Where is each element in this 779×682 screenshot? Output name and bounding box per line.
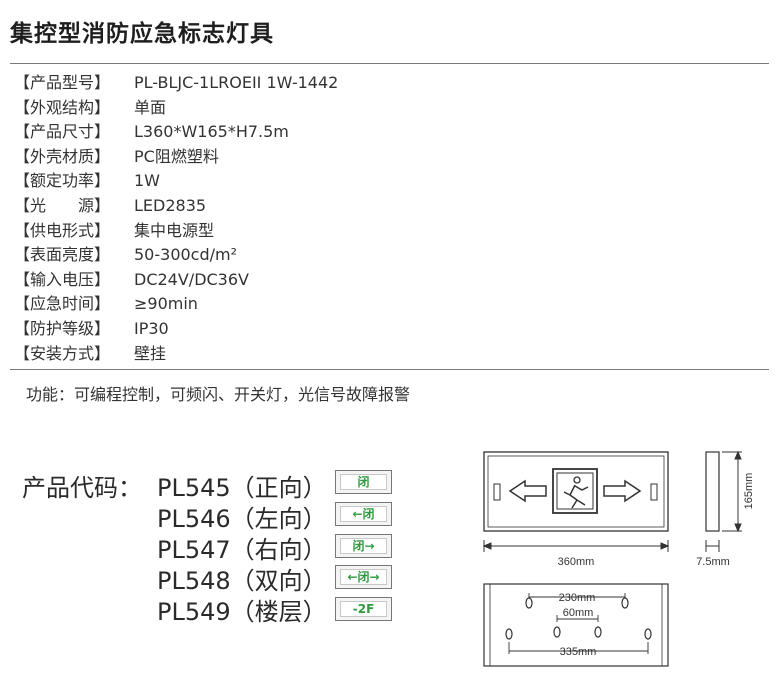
spec-row: 【防护等级】 IP30 — [14, 317, 338, 342]
spec-value: ≥90min — [134, 294, 198, 314]
sign-badge-text: ←闭 — [340, 506, 387, 522]
spec-label: 【光 源】 — [14, 195, 111, 215]
spec-row: 【表面亮度】 50-300cd/m² — [14, 243, 338, 268]
holes-outer-label: 230mm — [559, 592, 596, 604]
spec-value: 集中电源型 — [134, 220, 215, 240]
exit-runner-icon — [552, 468, 598, 514]
right-arrow-icon — [603, 479, 642, 503]
back-view — [483, 583, 669, 667]
spec-row: 【应急时间】 ≥90min — [14, 292, 338, 317]
spec-value: IP30 — [134, 318, 169, 338]
spec-row: 【外壳材质】 PC阻燃塑料 — [14, 145, 338, 170]
product-code: PL545（正向） — [157, 474, 327, 502]
height-label: 165mm — [743, 473, 755, 510]
product-code: PL547（右向） — [157, 536, 327, 564]
bottom-divider — [10, 369, 769, 370]
dimension-diagram: 360mm 165mm 7.5mm — [482, 450, 755, 667]
spec-value: 壁挂 — [134, 343, 167, 363]
spec-label: 【额定功率】 — [14, 171, 111, 191]
sign-badge-text: 闭 — [340, 474, 387, 490]
spec-value: LED2835 — [134, 195, 207, 215]
depth-label: 7.5mm — [696, 556, 730, 568]
sign-badge: 闭→ — [335, 534, 392, 558]
product-code: PL548（双向） — [157, 567, 327, 595]
spec-value: 1W — [134, 171, 160, 191]
sign-badge: ←闭→ — [335, 565, 392, 589]
product-codes-label: 产品代码： — [22, 474, 142, 502]
function-text: 功能：可编程控制，可频闪、开关灯，光信号故障报警 — [26, 385, 411, 404]
spec-label: 【输入电压】 — [14, 269, 111, 289]
spec-label: 【外壳材质】 — [14, 146, 111, 166]
spec-list: 【产品型号】 PL-BLJC-1LROEII 1W-1442 【外观结构】 单面 【… — [14, 71, 338, 366]
spec-value: 50-300cd/m² — [134, 245, 238, 265]
spec-value: L360*W165*H7.5m — [134, 122, 289, 142]
page-title: 集控型消防应急标志灯具 — [10, 21, 274, 47]
spec-row: 【供电形式】 集中电源型 — [14, 219, 338, 244]
holes-bottom-label: 335mm — [560, 646, 597, 658]
product-code: PL546（左向） — [157, 505, 327, 533]
spec-label: 【外观结构】 — [14, 97, 111, 117]
front-view — [483, 451, 669, 532]
spec-label: 【安装方式】 — [14, 343, 111, 363]
sign-badge: 闭 — [335, 470, 392, 494]
sign-badge-text: ←闭→ — [340, 569, 387, 585]
length-dimension — [482, 540, 670, 552]
spec-label: 【应急时间】 — [14, 294, 111, 314]
spec-row: 【光 源】 LED2835 — [14, 194, 338, 219]
sign-badge-text: 闭→ — [340, 538, 387, 554]
holes-inner-label: 60mm — [563, 607, 594, 619]
side-view — [705, 450, 742, 552]
spec-label: 【防护等级】 — [14, 318, 111, 338]
sign-badge: -2F — [335, 597, 392, 621]
spec-label: 【产品尺寸】 — [14, 122, 111, 142]
spec-row: 【额定功率】 1W — [14, 169, 338, 194]
spec-label: 【供电形式】 — [14, 220, 111, 240]
spec-value: DC24V/DC36V — [134, 269, 249, 289]
length-label: 360mm — [558, 556, 595, 568]
top-divider — [10, 63, 769, 64]
spec-row: 【输入电压】 DC24V/DC36V — [14, 268, 338, 293]
spec-value: 单面 — [134, 97, 167, 117]
product-code: PL549（楼层） — [157, 598, 327, 626]
spec-row: 【产品型号】 PL-BLJC-1LROEII 1W-1442 — [14, 71, 338, 96]
spec-row: 【产品尺寸】 L360*W165*H7.5m — [14, 120, 338, 145]
sign-badge: ←闭 — [335, 502, 392, 526]
spec-value: PC阻燃塑料 — [134, 146, 219, 166]
left-arrow-icon — [508, 479, 547, 503]
spec-row: 【外观结构】 单面 — [14, 96, 338, 121]
spec-label: 【产品型号】 — [14, 73, 111, 92]
spec-label: 【表面亮度】 — [14, 245, 111, 265]
spec-value: PL-BLJC-1LROEII 1W-1442 — [134, 73, 339, 92]
spec-row: 【安装方式】 壁挂 — [14, 342, 338, 367]
mounting-hole-icon — [505, 597, 652, 640]
sign-badge-text: -2F — [340, 601, 387, 617]
